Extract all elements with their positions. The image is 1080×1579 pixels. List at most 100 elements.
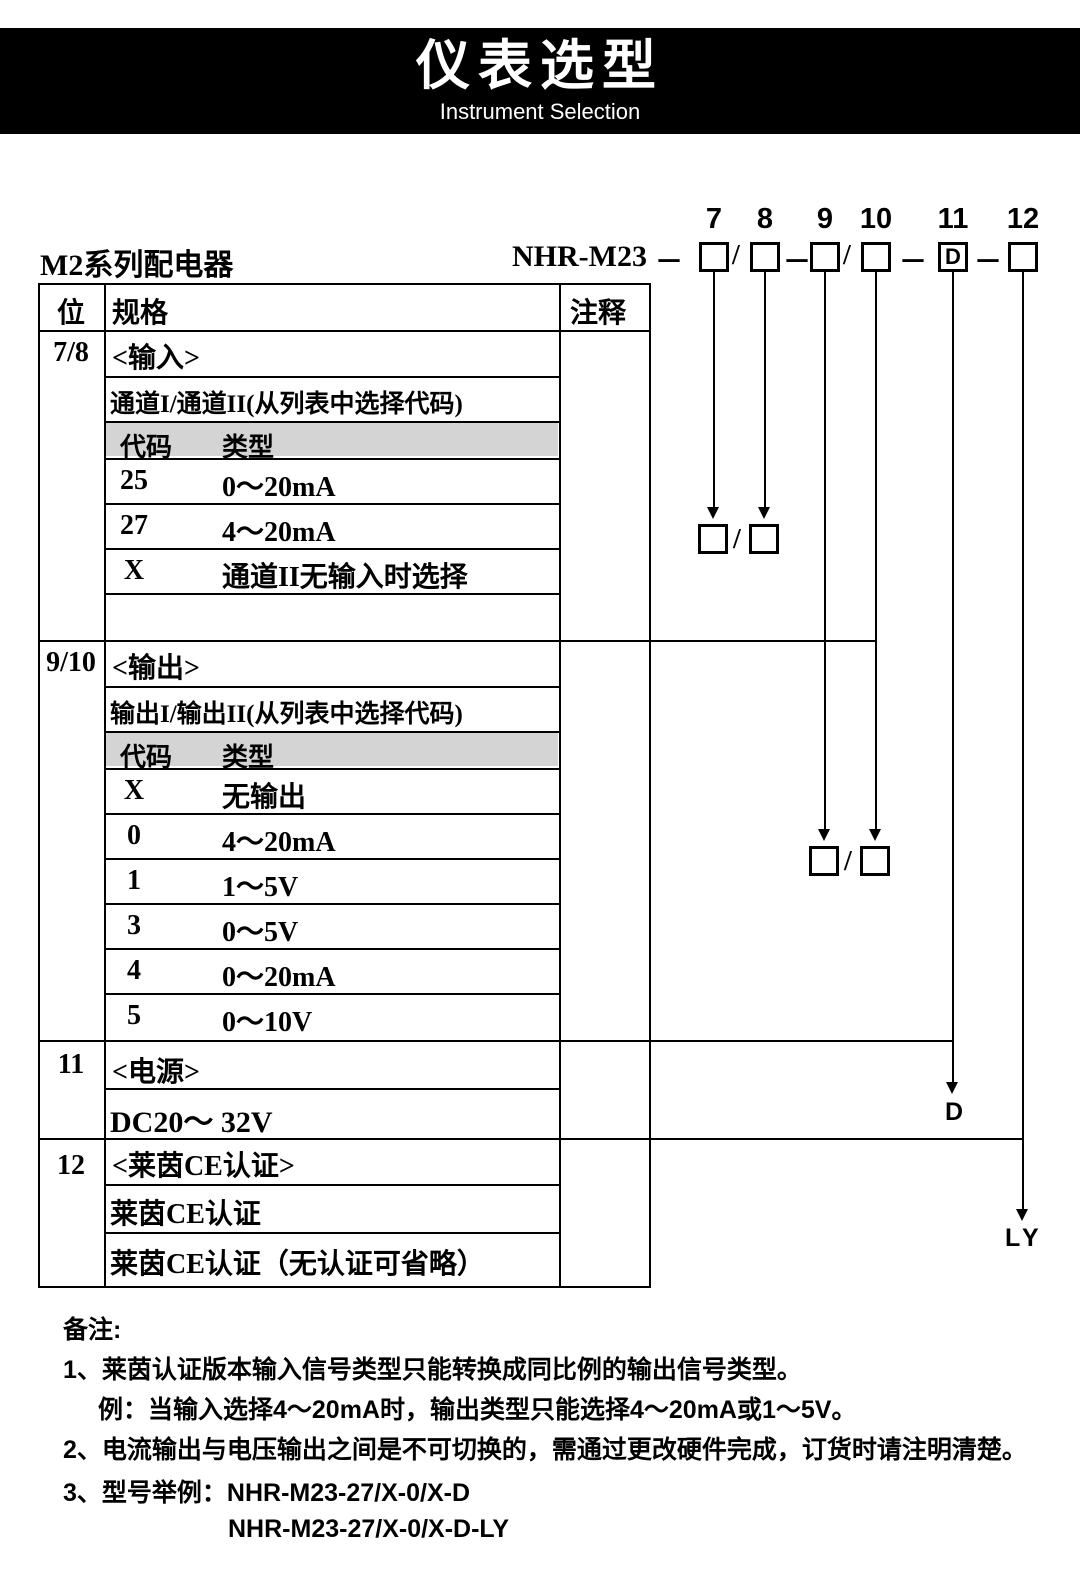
- output-row-code: X: [123, 775, 145, 806]
- arrow-down-icon: [758, 507, 770, 519]
- ce-row-type: 莱茵CE认证（无认证可省略）: [110, 1249, 485, 1280]
- arrow-down-icon: [1016, 1209, 1028, 1221]
- model-box-8: [750, 242, 780, 272]
- position-number-8: 8: [756, 203, 774, 235]
- output-code-header: 代码: [120, 743, 173, 772]
- output-section-subtitle: 输出I/输出II(从列表中选择代码): [110, 701, 463, 728]
- table-divider-pos: [104, 283, 106, 1288]
- input-type-header: 类型: [222, 433, 275, 462]
- input-target-slash: /: [733, 524, 741, 555]
- model-box-7: [699, 242, 729, 272]
- row-line: [104, 593, 561, 595]
- row-line: [104, 948, 561, 950]
- note-item-3-example-2: NHR-M23-27/X-0/X-D-LY: [228, 1515, 510, 1543]
- page-subtitle: Instrument Selection: [439, 99, 641, 124]
- row-line: [104, 548, 561, 550]
- output1-target-box: [809, 846, 839, 876]
- arrow-down-icon: [946, 1082, 958, 1094]
- output-row-type: 无输出: [222, 782, 307, 813]
- group-pos-input: 7/8: [53, 337, 89, 368]
- power-value: DC20～ 32V: [110, 1106, 273, 1139]
- power-section-title: <电源>: [112, 1057, 200, 1088]
- row-line: [104, 1184, 561, 1186]
- position-number-9: 9: [816, 203, 834, 235]
- row-line: [104, 458, 561, 460]
- model-slash-1: /: [732, 240, 740, 271]
- arrow-down-icon: [707, 507, 719, 519]
- model-box-11-power: D: [938, 242, 968, 272]
- group-boundary-power-ce: [38, 1138, 1023, 1140]
- model-separator-2: －: [783, 247, 812, 278]
- input-code-header-bar: [106, 423, 558, 456]
- notes-title: 备注:: [63, 1316, 122, 1344]
- model-separator-3: －: [899, 247, 928, 278]
- input-row-type: 0～20mA: [222, 472, 336, 503]
- power-code-value: D: [945, 244, 961, 269]
- title-bar: 仪表选型 Instrument Selection: [0, 28, 1080, 134]
- output-code-header-bar: [106, 733, 558, 766]
- row-line: [104, 421, 561, 423]
- row-line: [104, 503, 561, 505]
- input-section-title: <输入>: [112, 343, 200, 374]
- group-boundary-input-output: [38, 640, 876, 642]
- input-row-type: 4～20mA: [222, 517, 336, 548]
- input-row-code: X: [123, 555, 145, 586]
- note-item-3: 3、型号举例：NHR-M23-27/X-0/X-D: [63, 1479, 471, 1507]
- drop-line-12: [1022, 272, 1024, 1210]
- row-line: [104, 1232, 561, 1234]
- model-separator-4: －: [974, 247, 1003, 278]
- output-type-header: 类型: [222, 743, 275, 772]
- column-header-pos: 位: [56, 298, 85, 329]
- position-number-10: 10: [859, 203, 893, 235]
- position-number-11: 11: [937, 203, 969, 235]
- table-border-right: [649, 283, 651, 1288]
- drop-line-11: [952, 272, 954, 1083]
- output-row-type: 1～5V: [222, 872, 299, 903]
- input-row-code: 25: [120, 465, 148, 496]
- drop-line-8: [764, 272, 766, 508]
- drop-line-9: [824, 272, 826, 830]
- column-header-spec: 规格: [112, 298, 169, 329]
- note-item-2: 2、电流输出与电压输出之间是不可切换的，需通过更改硬件完成，订货时请注明清楚。: [63, 1436, 1027, 1464]
- note-item-1-example: 例：当输入选择4～20mA时，输出类型只能选择4～20mA或1～5V。: [98, 1396, 857, 1424]
- output-row-code: 3: [127, 910, 141, 941]
- model-prefix: NHR-M23: [512, 240, 647, 273]
- column-header-note: 注释: [570, 298, 627, 329]
- output2-target-box: [860, 846, 890, 876]
- output-target-slash: /: [844, 846, 852, 877]
- page-title: 仪表选型: [416, 36, 664, 96]
- group-boundary-output-power: [38, 1040, 953, 1042]
- model-box-9: [810, 242, 840, 272]
- output-row-type: 0～10V: [222, 1007, 313, 1038]
- output-row-code: 0: [127, 820, 141, 851]
- output-row-code: 5: [127, 1000, 141, 1031]
- series-label: M2系列配电器: [40, 249, 234, 282]
- input-row-code: 27: [120, 510, 148, 541]
- power-target-label: D: [945, 1098, 964, 1126]
- output-row-type: 0～5V: [222, 917, 299, 948]
- arrow-down-icon: [869, 829, 881, 841]
- model-box-12: [1008, 242, 1038, 272]
- row-line: [104, 731, 561, 733]
- output-row-code: 4: [127, 955, 141, 986]
- model-slash-2: /: [843, 240, 851, 271]
- row-line: [104, 903, 561, 905]
- input-section-subtitle: 通道I/通道II(从列表中选择代码): [110, 391, 463, 418]
- row-line: [104, 1088, 561, 1090]
- input-row-type: 通道II无输入时选择: [222, 562, 468, 593]
- drop-line-7: [713, 272, 715, 508]
- row-line: [104, 376, 561, 378]
- arrow-down-icon: [818, 829, 830, 841]
- group-pos-ce: 12: [57, 1150, 85, 1181]
- ce-row-type: 莱茵CE认证: [110, 1199, 261, 1230]
- drop-line-10: [875, 272, 877, 830]
- row-line: [104, 813, 561, 815]
- model-separator-1: －: [655, 247, 684, 278]
- output-section-title: <输出>: [112, 653, 200, 684]
- ce-target-label: LY: [1005, 1224, 1043, 1252]
- position-number-12: 12: [1006, 203, 1040, 235]
- group-pos-power: 11: [57, 1049, 85, 1080]
- output-row-type: 0～20mA: [222, 962, 336, 993]
- row-line: [104, 768, 561, 770]
